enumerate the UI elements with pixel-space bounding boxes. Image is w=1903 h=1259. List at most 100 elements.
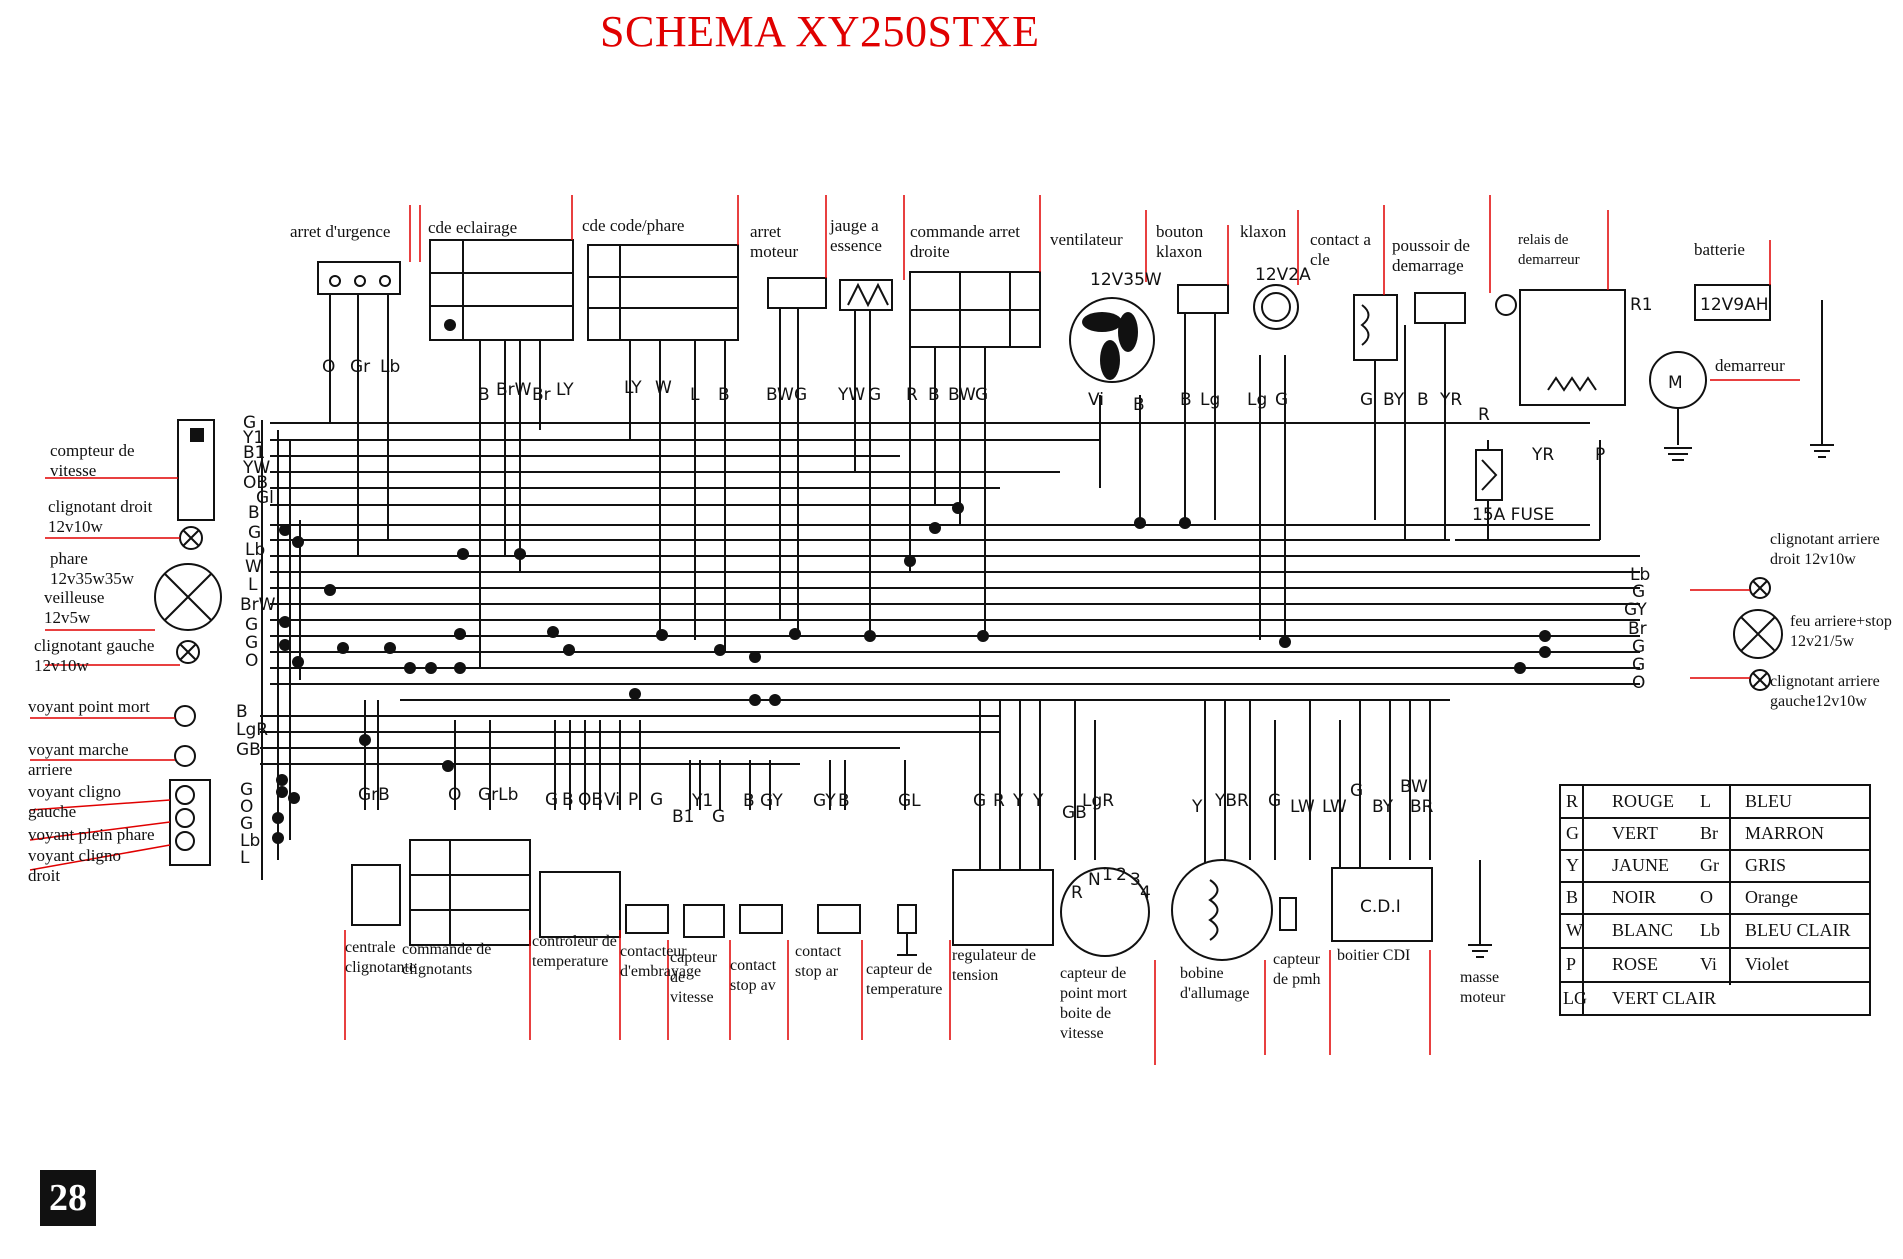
bouton-klaxon-switch [1177, 284, 1229, 314]
wire-code: Lg [1247, 390, 1267, 410]
wire-code: GY [813, 791, 836, 811]
diagram-title: SCHEMA XY250STXE [600, 7, 1040, 56]
wire-code: OB [243, 473, 268, 493]
wire-code: G [248, 523, 261, 543]
wire-code: YBR [1214, 791, 1249, 811]
legend-grid [1559, 784, 1871, 1016]
ventilateur-fan [1069, 297, 1155, 383]
wire-code: G [1632, 655, 1645, 675]
arret-moteur-switch [767, 277, 827, 309]
wire-code: B [718, 385, 730, 405]
relais-demarreur [1495, 289, 1626, 406]
label-klaxon: klaxon [1240, 222, 1287, 241]
contact-cle-switch [1353, 294, 1398, 361]
label-bouton-klaxon: bouton klaxon [1156, 222, 1204, 261]
wire-code: B [743, 791, 755, 811]
wire-code: B [562, 790, 574, 810]
wire-code: GY [1624, 600, 1647, 620]
label-contact-embrayage: contacteur d'embrayage [620, 943, 702, 980]
wire-code: GrB [358, 785, 390, 805]
commande-arret-droite-switch [909, 271, 1041, 348]
ventilateur-rating: 12V35W [1090, 270, 1162, 290]
legend-code: L [1700, 791, 1711, 811]
wire-code: GY [760, 791, 783, 811]
wire-code: Lb [380, 357, 400, 377]
legend-code: R [1566, 791, 1579, 811]
wire-code: G [240, 780, 253, 800]
wire-code: Lb [1630, 565, 1650, 585]
legend-name: NOIR [1612, 887, 1656, 907]
wire-code: LgR [1082, 791, 1114, 811]
wire-code: B [1180, 390, 1192, 410]
compteur-vitesse-block [177, 419, 215, 521]
wire-code: Gl [256, 488, 274, 508]
label-masse-moteur: masse moteur [1460, 969, 1506, 1006]
wire-code: LW [1290, 797, 1315, 817]
wire-code: GL [898, 791, 921, 811]
wire-code: B1 [243, 443, 265, 463]
wire-code: Lg [1200, 390, 1220, 410]
wire-code: GB [1062, 803, 1087, 823]
wire-code: B [236, 702, 248, 722]
wire-code: Lb [240, 831, 260, 851]
wire-code: G [1632, 637, 1645, 657]
wire-code: G [1268, 791, 1281, 811]
wire-code: O [448, 785, 461, 805]
label-batterie: batterie [1694, 240, 1745, 259]
label-voyant-plein-phare: voyant plein phare [28, 825, 155, 844]
wire-code: L [240, 848, 250, 868]
legend-name: ROSE [1612, 954, 1659, 974]
klaxon-horn [1253, 284, 1299, 330]
label-ventilateur: ventilateur [1050, 230, 1123, 249]
wire-code: O [240, 797, 253, 817]
label-capteur-vitesse: capteur de vitesse [670, 949, 718, 1006]
wire-code: W [245, 557, 262, 577]
wire-code: G [975, 385, 988, 405]
wire-code: P [1595, 445, 1605, 465]
klaxon-rating: 12V2A [1255, 265, 1311, 285]
legend-name: BLEU [1745, 791, 1792, 811]
legend-code: P [1566, 954, 1577, 974]
wire-code: GrLb [478, 785, 518, 805]
legend-code: G [1566, 823, 1579, 843]
wire-code: W [655, 378, 672, 398]
legend-name: JAUNE [1612, 855, 1669, 875]
label-feu-arriere-stop: feu arriere+stop 12v21/5w [1790, 613, 1892, 650]
label-contact-cle: contact a cle [1310, 230, 1371, 269]
wire-code: O [322, 357, 335, 377]
wire-code: G [868, 385, 881, 405]
legend-name: ROUGE [1612, 791, 1674, 811]
wire-code: LW [1322, 797, 1347, 817]
wire-code: BW [1400, 777, 1428, 797]
label-arret-moteur: arret moteur [750, 222, 799, 261]
wire-code: G [1360, 390, 1373, 410]
legend-code: Gr [1700, 855, 1719, 875]
ratings: 12V35W 12V2A 12V9AH 15A FUSE C.D.I M R1 [1090, 265, 1769, 917]
wire-code: Y [1012, 791, 1024, 811]
label-cde-eclairage: cde eclairage [428, 218, 518, 237]
leader-lines [29, 195, 1800, 1065]
wire-codes: O Gr Lb B BrW Br LY LY W L B BW G YW G R… [236, 357, 1650, 903]
wire-code: G [794, 385, 807, 405]
label-veilleuse: veilleuse 12v5w [44, 588, 105, 627]
legend-name: BLEU CLAIR [1745, 920, 1851, 940]
wire-code: BY [1372, 797, 1394, 817]
label-regulateur-tension: regulateur de tension [952, 947, 1036, 984]
wire-code: B1 [672, 807, 694, 827]
relay-r1: R1 [1630, 295, 1653, 315]
demarreur-symbol: M [1668, 373, 1683, 393]
neutral-position: 1 [1102, 865, 1113, 885]
poussoir-demarrage-switch [1414, 292, 1466, 324]
wire-code: YW [837, 385, 865, 405]
label-voyant-cligno-droit: voyant cligno droit [28, 846, 122, 885]
wire-code: LgR [236, 720, 268, 740]
neutral-position: N [1088, 870, 1101, 890]
label-voyant-cligno-gauche: voyant cligno gauche [28, 782, 122, 821]
legend-name: BLANC [1612, 920, 1674, 940]
page-number: 28 [40, 1170, 96, 1226]
wire-code: YW [242, 458, 270, 478]
label-bobine-allumage: bobine d'allumage [1180, 965, 1250, 1002]
wire-code: B [1133, 395, 1145, 415]
